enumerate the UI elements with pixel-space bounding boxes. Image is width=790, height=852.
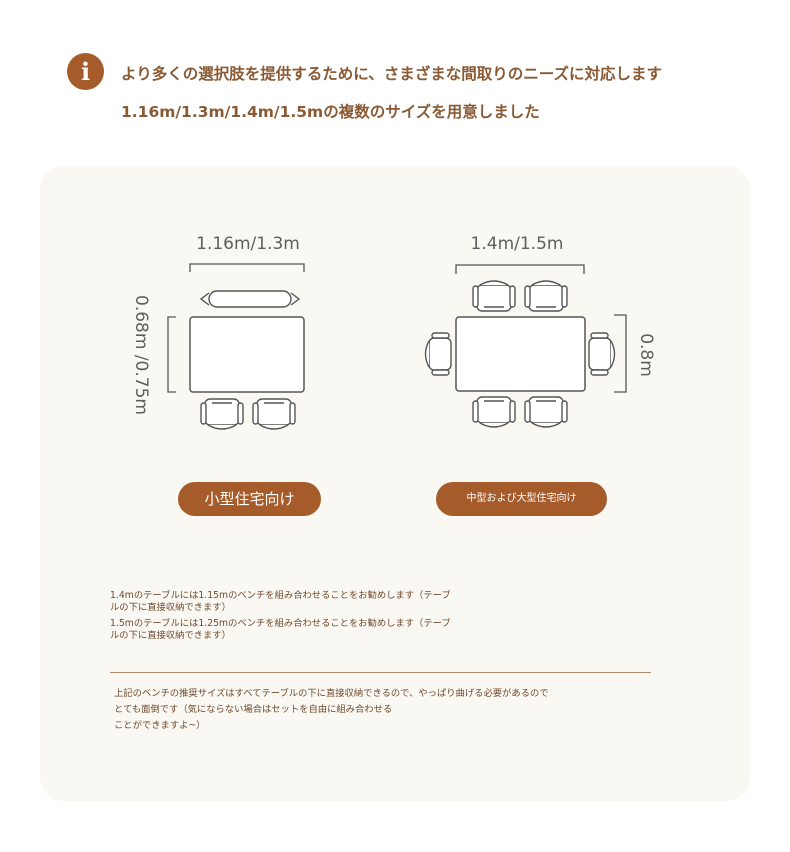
chair-icon bbox=[472, 280, 516, 312]
chair-icon bbox=[472, 396, 516, 428]
divider bbox=[110, 672, 651, 673]
small-home-tag: 小型住宅向け bbox=[178, 482, 321, 516]
small-layout-diagram: 1.16m/1.3m 0.68m /0.75m bbox=[131, 234, 305, 430]
footer-note-2: とても面倒です（気にならない場合はセットを自由に組み合わせる bbox=[114, 704, 393, 715]
bench-note-1-cont: ルの下に直接収納できます） bbox=[110, 602, 231, 613]
large-depth-label: 0.8m bbox=[636, 333, 656, 377]
large-width-dimension-line bbox=[455, 264, 585, 274]
small-width-label: 1.16m/1.3m bbox=[196, 234, 300, 254]
bench-note-2-cont: ルの下に直接収納できます） bbox=[110, 630, 231, 641]
headline-line-2: 1.16m/1.3m/1.4m/1.5mの複数のサイズを用意しました bbox=[121, 103, 540, 121]
chair-icon bbox=[524, 396, 568, 428]
large-width-label: 1.4m/1.5m bbox=[471, 234, 564, 254]
chair-icon bbox=[524, 280, 568, 312]
chair-icon bbox=[200, 398, 244, 430]
footer-note-3: ことができますよ~） bbox=[114, 720, 206, 731]
large-table bbox=[455, 316, 586, 392]
bench bbox=[199, 290, 301, 308]
chair-icon bbox=[252, 398, 296, 430]
small-depth-label: 0.68m /0.75m bbox=[131, 295, 151, 415]
size-card bbox=[40, 166, 750, 801]
small-width-dimension-line bbox=[189, 263, 305, 272]
small-depth-dimension-line bbox=[167, 316, 176, 393]
bench-note-1: 1.4mのテーブルには1.15mのベンチを組み合わせることをお勧めします（テーブ bbox=[110, 590, 451, 601]
chair-icon bbox=[588, 332, 616, 376]
info-icon: i bbox=[67, 53, 104, 90]
small-table bbox=[189, 316, 305, 393]
chair-icon bbox=[424, 332, 452, 376]
footer-note-1: 上記のベンチの推奨サイズはすべてテーブルの下に直接収納できるので、やっぱり曲げる… bbox=[114, 688, 549, 699]
bench-note-2: 1.5mのテーブルには1.25mのベンチを組み合わせることをお勧めします（テーブ bbox=[110, 618, 451, 629]
large-layout-diagram: 1.4m/1.5m 0.8m bbox=[424, 234, 656, 428]
headline-line-1: より多くの選択肢を提供するために、さまざまな間取りのニーズに対応します bbox=[121, 65, 662, 83]
large-home-tag: 中型および大型住宅向け bbox=[436, 482, 607, 516]
large-depth-dimension-line bbox=[614, 314, 627, 393]
